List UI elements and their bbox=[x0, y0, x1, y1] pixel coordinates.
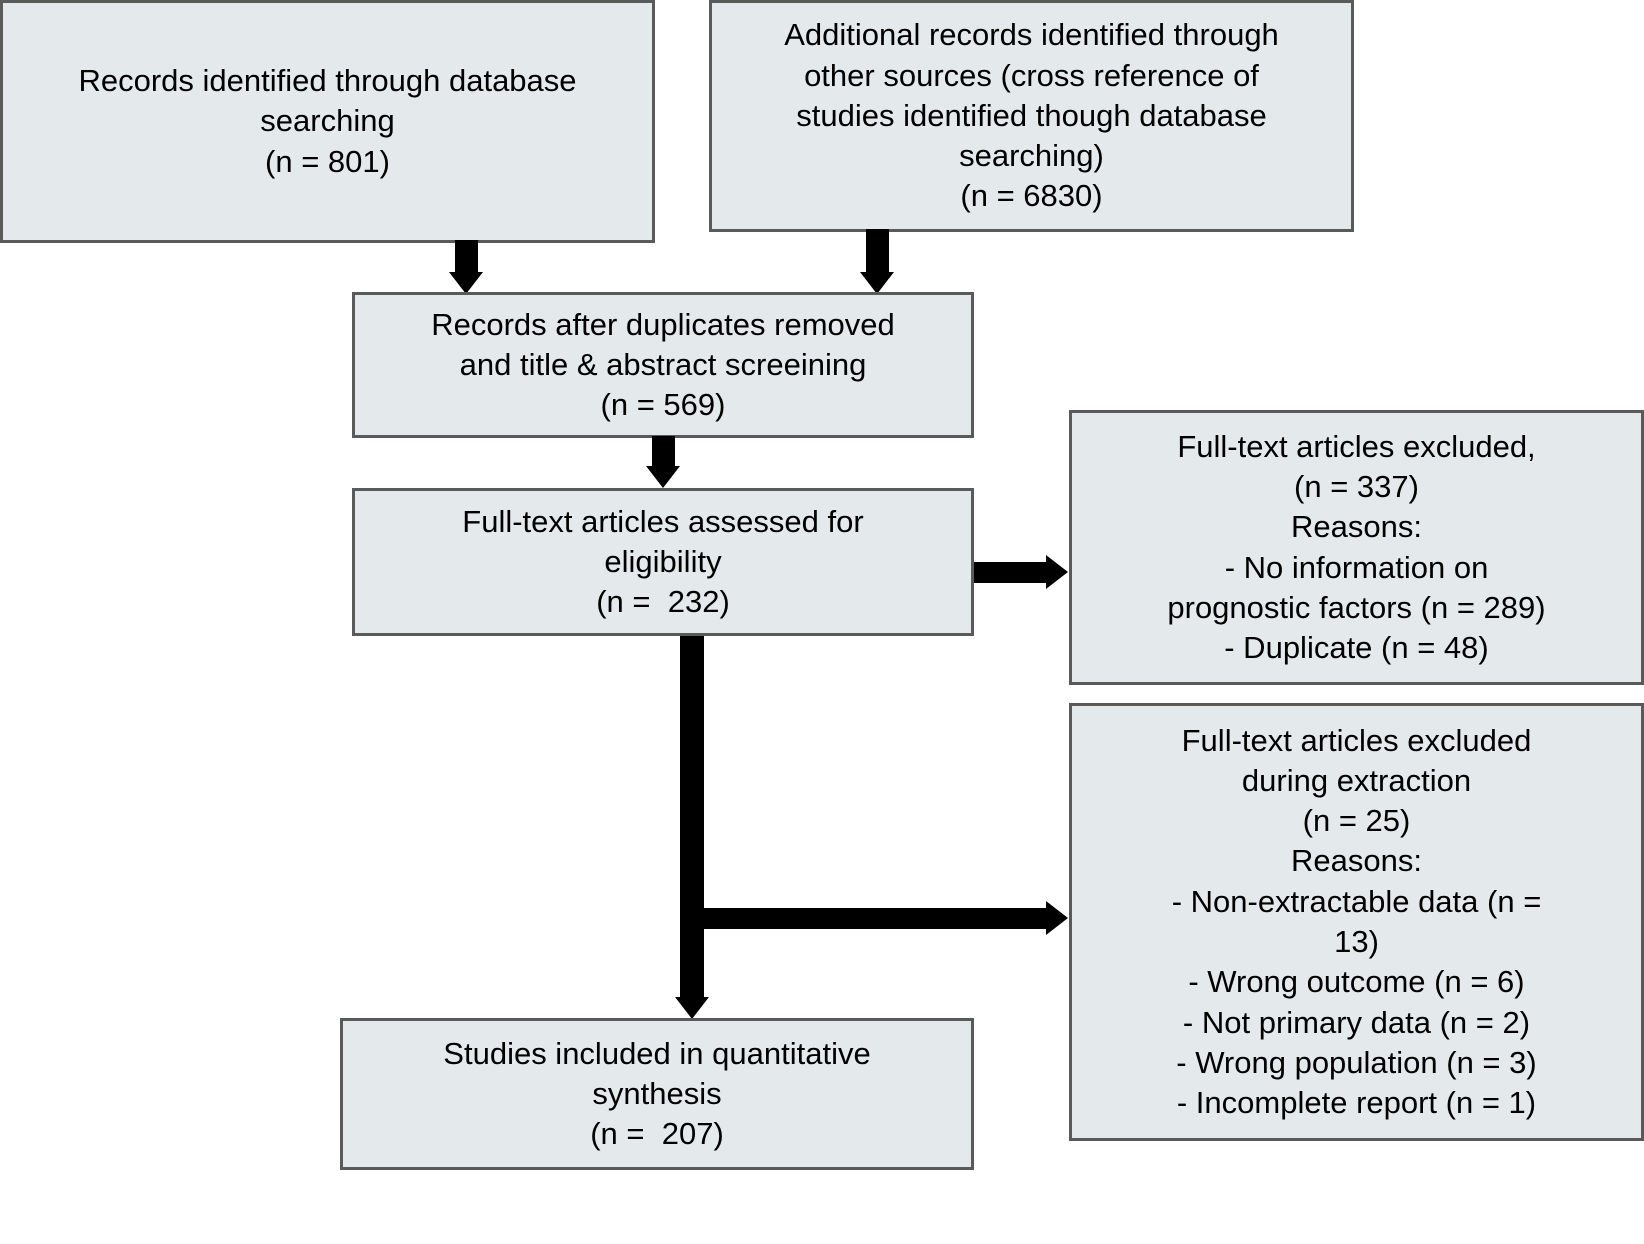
box-line: Full-text articles excluded bbox=[1181, 722, 1532, 758]
box-line: Full-text articles excluded, bbox=[1177, 428, 1536, 464]
box-line: - Not primary data (n = 2) bbox=[1182, 1004, 1531, 1040]
box-line: eligibility bbox=[604, 543, 722, 579]
box-line: Reasons: bbox=[1291, 509, 1422, 545]
box-line: - Incomplete report (n = 1) bbox=[1176, 1085, 1537, 1121]
box-line: Records identified through database bbox=[78, 63, 577, 99]
box-records-after-duplicates: Records after duplicates removed and tit… bbox=[352, 292, 974, 438]
box-records-identified-database: Records identified through database sear… bbox=[0, 0, 655, 243]
box-line: - Wrong outcome (n = 6) bbox=[1188, 964, 1525, 1000]
box-line: prognostic factors (n = 289) bbox=[1167, 589, 1546, 625]
connector-eligibility-to-excluded-extraction-arrowhead bbox=[1046, 901, 1068, 935]
box-line: studies identified though database bbox=[796, 97, 1267, 133]
connector-other-sources-to-screening-shaft bbox=[866, 229, 889, 276]
box-line: other sources (cross reference of bbox=[804, 57, 1259, 93]
connector-eligibility-to-excluded-fulltext-arrowhead bbox=[1046, 555, 1068, 589]
connector-eligibility-to-included-arrowhead bbox=[675, 997, 709, 1019]
box-fulltext-excluded-during-extraction: Full-text articles excluded during extra… bbox=[1069, 703, 1644, 1141]
box-line: during extraction bbox=[1241, 762, 1472, 798]
connector-eligibility-trunk bbox=[680, 636, 704, 1002]
box-fulltext-assessed-eligibility: Full-text articles assessed for eligibil… bbox=[352, 488, 974, 636]
box-line: (n = 25) bbox=[1302, 803, 1411, 839]
box-line: Reasons: bbox=[1291, 843, 1422, 879]
connector-screening-to-eligibility-shaft bbox=[652, 436, 675, 469]
connector-database-to-screening-shaft bbox=[455, 240, 478, 276]
connector-database-to-screening-arrowhead bbox=[449, 272, 483, 294]
box-line: and title & abstract screeining bbox=[459, 346, 867, 382]
box-line: Additional records identified through bbox=[784, 17, 1279, 53]
box-line: searching bbox=[260, 103, 395, 139]
box-line: Records after duplicates removed bbox=[431, 306, 895, 342]
connector-eligibility-to-excluded-extraction-shaft bbox=[680, 908, 1049, 929]
box-line: - Non-extractable data (n = bbox=[1171, 883, 1542, 919]
box-line: (n = 232) bbox=[596, 584, 730, 620]
box-line: (n = 207) bbox=[590, 1116, 724, 1152]
box-line: Full-text articles assessed for bbox=[462, 503, 864, 539]
box-line: 13) bbox=[1334, 924, 1379, 959]
box-line: - Duplicate (n = 48) bbox=[1224, 630, 1489, 666]
box-line: (n = 337) bbox=[1294, 468, 1419, 504]
connector-screening-to-eligibility-arrowhead bbox=[646, 466, 680, 488]
box-line: searching) bbox=[959, 138, 1104, 174]
connector-other-sources-to-screening-arrowhead bbox=[860, 272, 894, 294]
box-studies-included-quantitative-synthesis: Studies included in quantitative synthes… bbox=[340, 1018, 974, 1170]
box-fulltext-articles-excluded: Full-text articles excluded, (n = 337) R… bbox=[1069, 410, 1644, 685]
box-line: (n = 801) bbox=[265, 143, 390, 179]
box-line: - No information on bbox=[1224, 549, 1489, 585]
connector-eligibility-to-excluded-fulltext-shaft bbox=[974, 562, 1049, 583]
box-line: - Wrong population (n = 3) bbox=[1176, 1044, 1537, 1080]
box-line: (n = 6830) bbox=[960, 178, 1103, 214]
box-line: synthesis bbox=[592, 1075, 722, 1111]
box-line: Studies included in quantitative bbox=[443, 1035, 871, 1071]
box-line: (n = 569) bbox=[600, 387, 726, 423]
box-additional-records-other-sources: Additional records identified through ot… bbox=[709, 0, 1354, 232]
